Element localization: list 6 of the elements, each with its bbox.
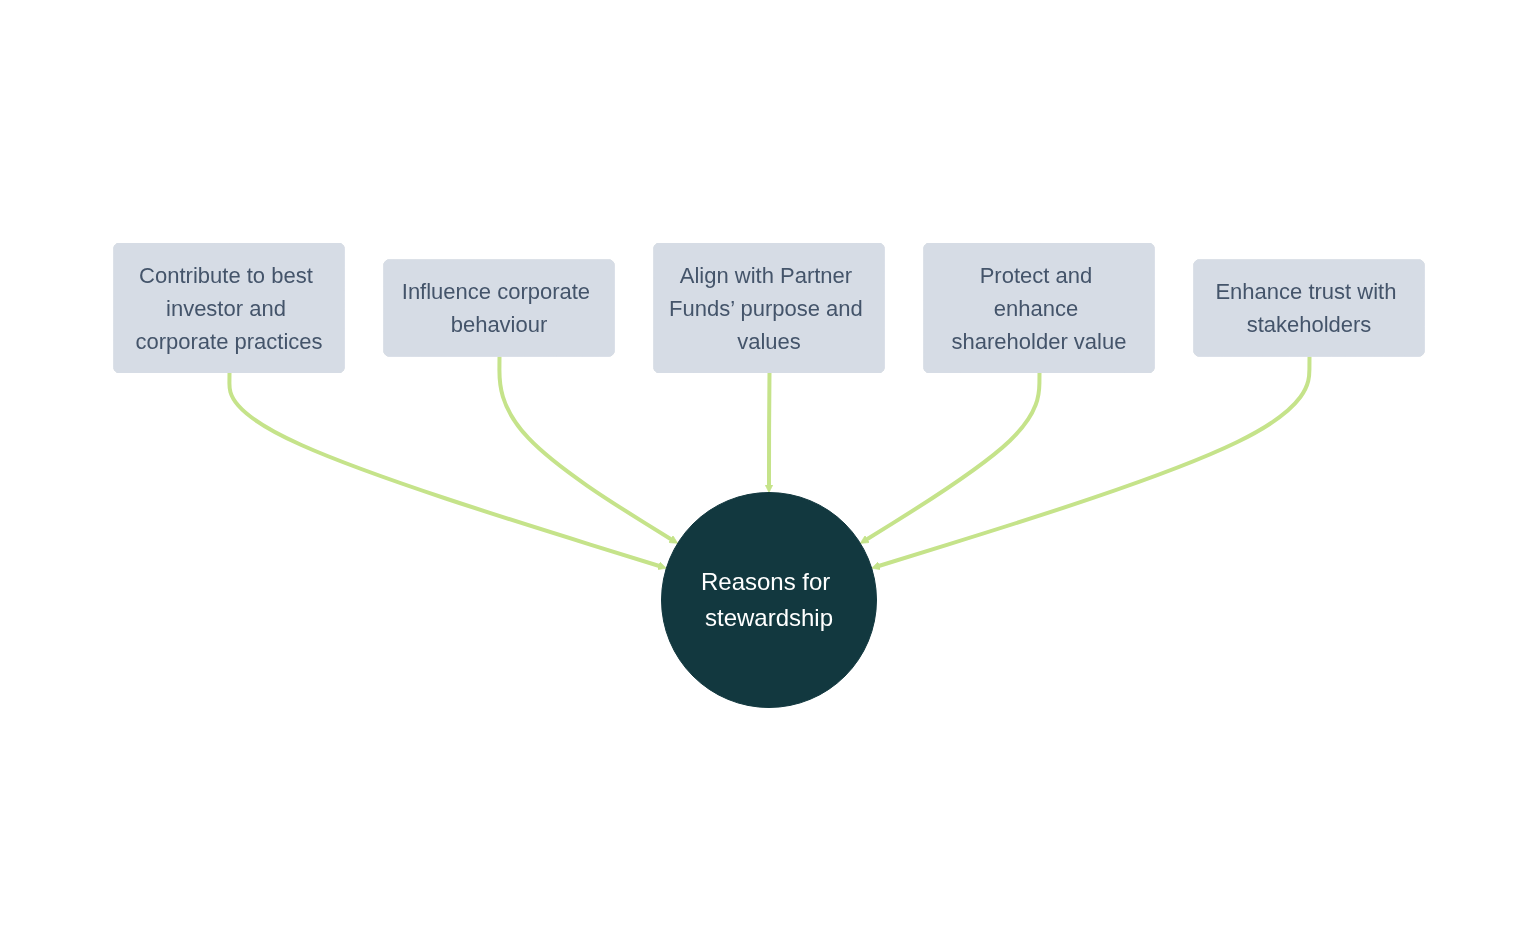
arrow [496, 356, 678, 544]
node-circle: Reasons for stewardship [660, 492, 877, 708]
arrow [870, 356, 1311, 570]
arrow [859, 372, 1041, 544]
arrow [226, 373, 667, 570]
arrow [764, 373, 773, 493]
